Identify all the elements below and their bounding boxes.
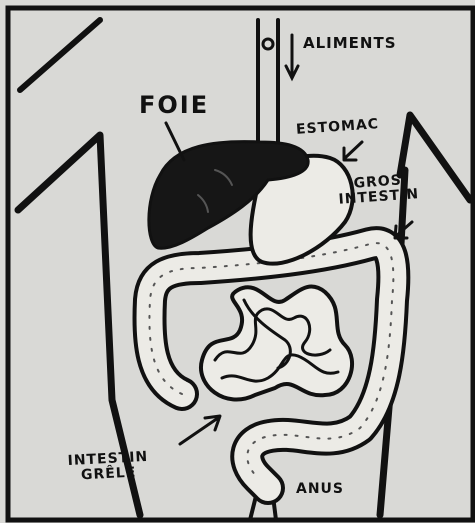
estomac-arrow <box>344 142 362 160</box>
foie-pointer <box>166 123 184 160</box>
label-aliments: ALIMENTS <box>303 36 397 52</box>
label-foie: FOIE <box>139 93 209 118</box>
left-shoulder-line <box>20 20 100 90</box>
food-arrow <box>286 35 298 78</box>
food-bolus <box>263 39 273 49</box>
small-intestine <box>201 287 352 400</box>
food-indicator <box>263 35 298 78</box>
small-intestine-mass <box>201 287 352 400</box>
label-intestin-grele: INTESTIN GRÊLE <box>67 450 149 484</box>
intestin-grele-arrow <box>180 416 220 444</box>
label-gros-intestin: GROS INTESTIN <box>337 172 419 207</box>
label-anus: ANUS <box>296 482 344 497</box>
